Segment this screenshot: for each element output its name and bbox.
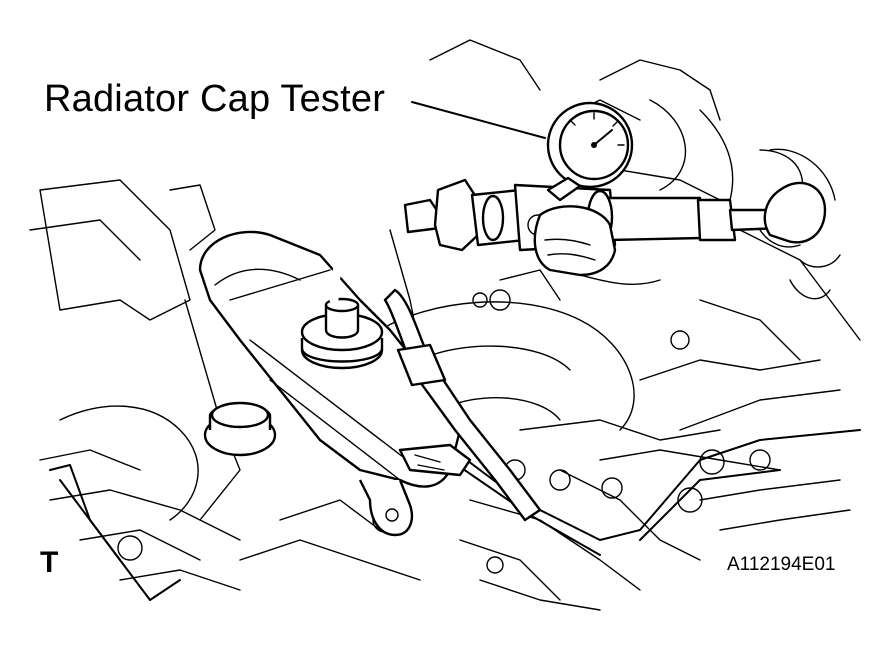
radiator-cap-tester-label: Radiator Cap Tester xyxy=(44,78,386,120)
pressure-gauge xyxy=(546,101,634,202)
overflow-hose xyxy=(383,288,542,522)
right-hand xyxy=(759,148,841,300)
figure-code: A112194E01 xyxy=(727,554,836,575)
view-letter: T xyxy=(40,546,59,579)
tester-adapter xyxy=(300,297,384,370)
tester-hose xyxy=(329,207,425,305)
reservoir-cap xyxy=(203,401,277,457)
left-hand xyxy=(533,205,661,285)
engine-bay-background xyxy=(29,39,861,611)
callout-leader-line xyxy=(411,101,546,139)
